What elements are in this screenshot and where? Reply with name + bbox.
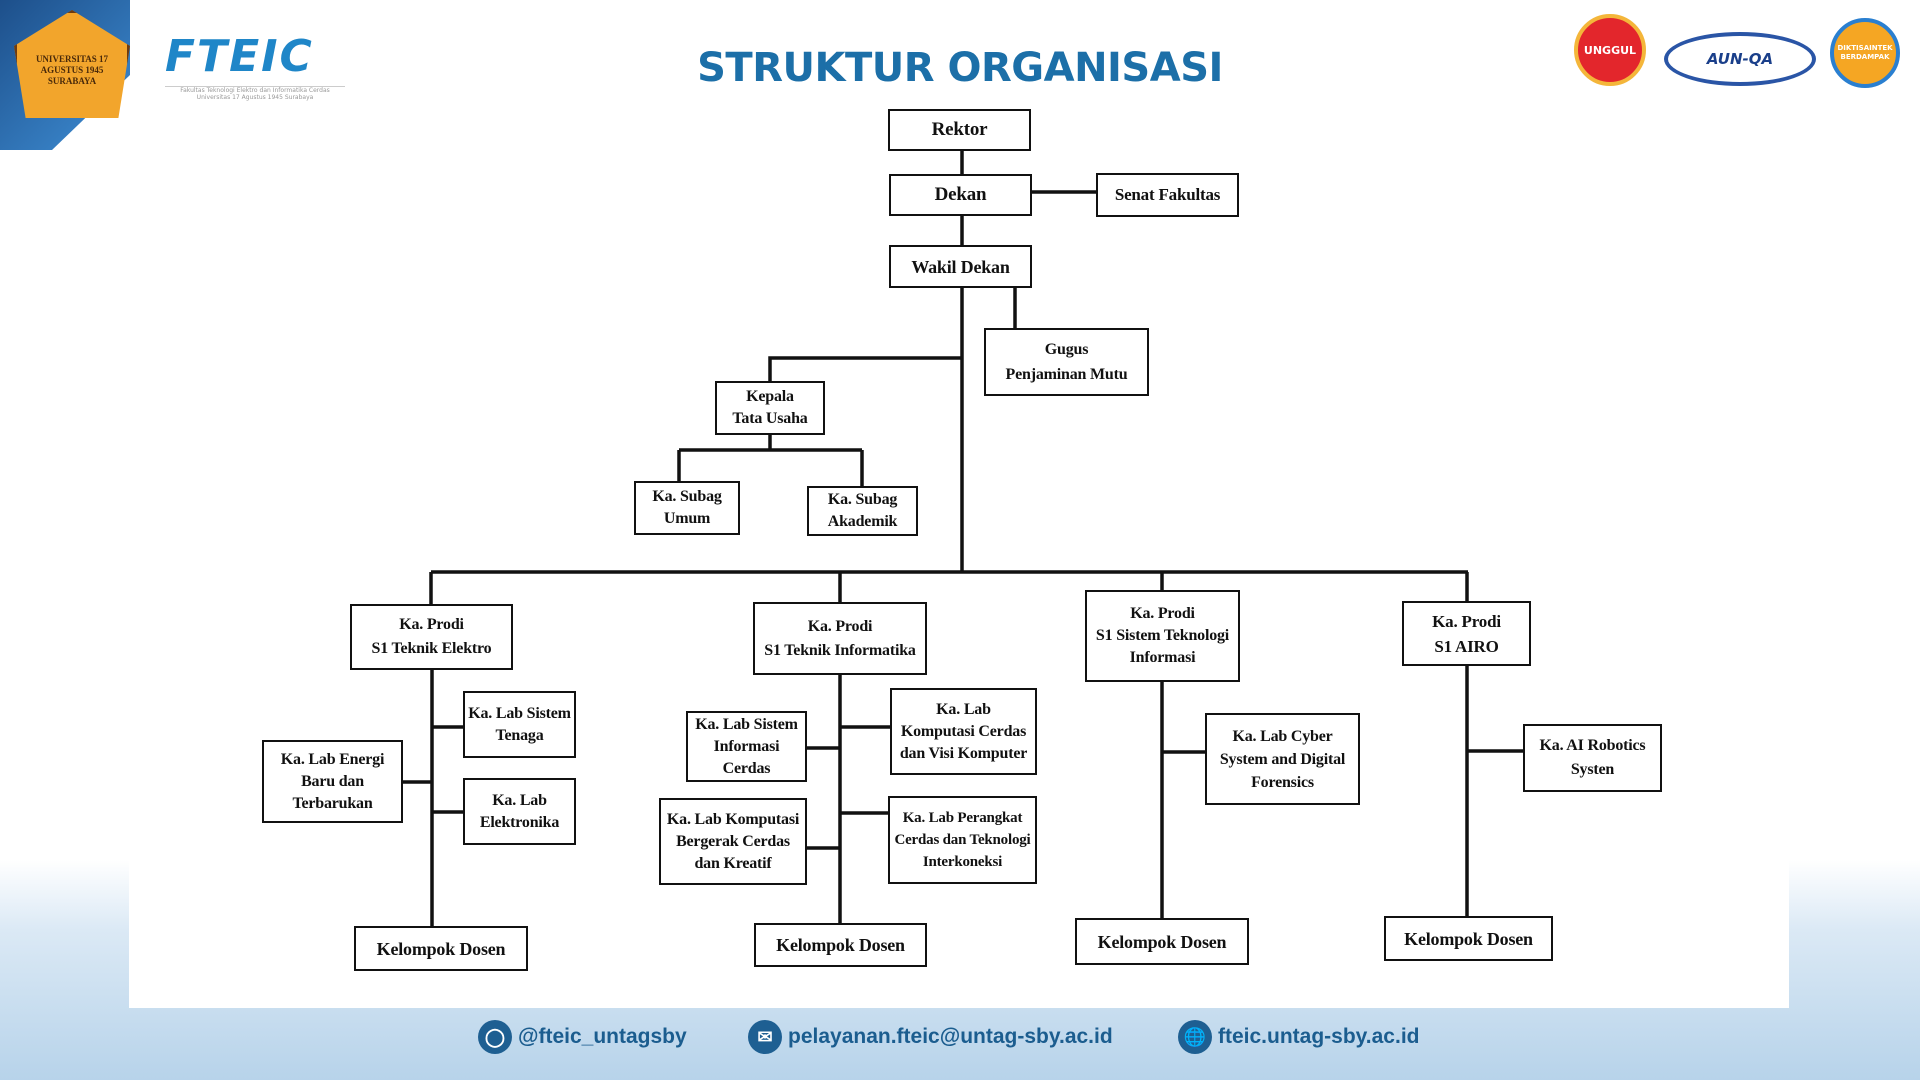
instagram-icon: ◯ (478, 1020, 512, 1054)
box-prodi-airo: Ka. Prodi S1 AIRO (1402, 601, 1531, 666)
seal-text: UNIVERSITAS 17 AGUSTUS 1945 SURABAYA (35, 53, 109, 86)
connector-prodi-bus (429, 570, 1469, 604)
diktisaintek-logo: DIKTISAINTEK BERDAMPAK (1830, 18, 1900, 88)
globe-icon: 🌐 (1178, 1020, 1212, 1054)
email-address[interactable]: pelayanan.fteic@untag-sby.ac.id (788, 1025, 1113, 1048)
box-lab-komputasi-bergerak: Ka. Lab Komputasi Bergerak Cerdas dan Kr… (659, 798, 807, 885)
box-kelompok-dosen-te: Kelompok Dosen (354, 926, 528, 971)
connector-subag (677, 435, 864, 486)
box-lab-sistem-informasi-cerdas: Ka. Lab Sistem Informasi Cerdas (686, 711, 807, 782)
box-prodi-teknik-elektro: Ka. Prodi S1 Teknik Elektro (350, 604, 513, 670)
instagram-handle[interactable]: @fteic_untagsby (518, 1025, 687, 1048)
box-prodi-sistem-teknologi-informasi: Ka. Prodi S1 Sistem Teknologi Informasi (1085, 590, 1240, 682)
box-senat-fakultas: Senat Fakultas (1096, 173, 1239, 217)
box-subag-umum: Ka. Subag Umum (634, 481, 740, 535)
box-kepala-tata-usaha: Kepala Tata Usaha (715, 381, 825, 435)
connector-te (403, 670, 463, 926)
aun-qa-logo: AUN-QA (1664, 32, 1816, 86)
page-title: STRUKTUR ORGANISASI (697, 45, 1223, 91)
connector-airo (1465, 666, 1523, 916)
box-gugus-penjaminan-mutu: Gugus Penjaminan Mutu (984, 328, 1149, 396)
box-lab-komputasi-cerdas-visi: Ka. Lab Komputasi Cerdas dan Visi Komput… (890, 688, 1037, 775)
box-rektor: Rektor (888, 109, 1031, 151)
website-url[interactable]: fteic.untag-sby.ac.id (1218, 1025, 1420, 1048)
box-lab-sistem-tenaga: Ka. Lab Sistem Tenaga (463, 691, 576, 758)
connector-ti (807, 675, 890, 923)
connector-tata-usaha (768, 356, 962, 381)
footer-instagram[interactable]: ◯ @fteic_untagsby (478, 1020, 687, 1054)
box-prodi-teknik-informatika: Ka. Prodi S1 Teknik Informatika (753, 602, 927, 675)
box-lab-cyber-forensics: Ka. Lab Cyber System and Digital Forensi… (1205, 713, 1360, 805)
box-lab-perangkat-cerdas: Ka. Lab Perangkat Cerdas dan Teknologi I… (888, 796, 1037, 884)
mail-icon: ✉ (748, 1020, 782, 1054)
box-lab-energi-terbarukan: Ka. Lab Energi Baru dan Terbarukan (262, 740, 403, 823)
box-dekan: Dekan (889, 174, 1032, 216)
footer-email[interactable]: ✉ pelayanan.fteic@untag-sby.ac.id (748, 1020, 1113, 1054)
connector-sti (1160, 682, 1205, 918)
fteic-logo: FTEIC (165, 31, 314, 82)
box-kelompok-dosen-sti: Kelompok Dosen (1075, 918, 1249, 965)
box-subag-akademik: Ka. Subag Akademik (807, 486, 918, 536)
footer-website[interactable]: 🌐 fteic.untag-sby.ac.id (1178, 1020, 1419, 1054)
box-lab-elektronika: Ka. Lab Elektronika (463, 778, 576, 845)
box-kelompok-dosen-airo: Kelompok Dosen (1384, 916, 1553, 961)
box-kelompok-dosen-ti: Kelompok Dosen (754, 923, 927, 967)
box-wakil-dekan: Wakil Dekan (889, 245, 1032, 288)
fteic-logo-subtitle: Fakultas Teknologi Elektro dan Informati… (165, 86, 345, 101)
box-ai-robotics: Ka. AI Robotics Systen (1523, 724, 1662, 792)
unggul-badge-logo: UNGGUL (1574, 14, 1646, 86)
